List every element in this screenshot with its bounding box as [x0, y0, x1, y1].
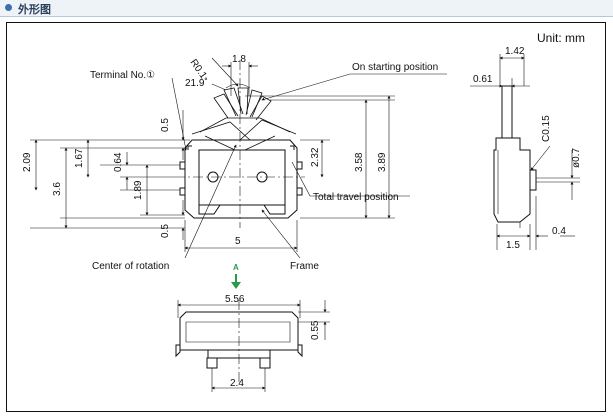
- frame-label: Frame: [290, 261, 319, 272]
- dim-0-5-bottom: 0.5: [160, 224, 171, 238]
- dim-3-89: 3.89: [377, 152, 388, 172]
- bottom-view: [175, 300, 330, 392]
- dim-3-58: 3.58: [354, 152, 365, 172]
- dim-0-64: 0.64: [113, 152, 124, 172]
- dim-c0-15: C0.15: [541, 115, 552, 142]
- lever-positions: [191, 87, 297, 151]
- front-view: [30, 57, 447, 259]
- dim-0-4: 0.4: [552, 226, 566, 237]
- side-view: [470, 54, 580, 250]
- dim-1-89: 1.89: [133, 180, 144, 200]
- dim-1-5: 1.5: [506, 240, 520, 251]
- bullet-icon: [5, 4, 12, 11]
- dim-0-55: 0.55: [310, 320, 321, 340]
- dim-phi-0-7: ø0.7: [571, 148, 582, 168]
- total-travel-position-label: Total travel position: [313, 192, 399, 203]
- dim-0-61: 0.61: [473, 74, 493, 85]
- center-of-rotation-label: Center of rotation: [92, 261, 169, 272]
- view-a-arrow-icon: [231, 274, 241, 289]
- dim-5-56: 5.56: [225, 294, 245, 305]
- dim-2-4: 2.4: [230, 378, 244, 389]
- dim-angle-21-9: 21.9˚: [185, 77, 208, 89]
- on-starting-position-label: On starting position: [352, 62, 438, 73]
- dim-5: 5: [235, 236, 241, 247]
- section-title: 外形图: [18, 4, 51, 16]
- dim-0-5-top: 0.5: [160, 118, 171, 132]
- dim-3-6: 3.6: [52, 182, 63, 196]
- dim-2-09: 2.09: [22, 152, 33, 172]
- dim-1-8: 1.8: [232, 54, 246, 65]
- section-header: 外形图: [0, 0, 613, 17]
- view-a-label: A: [233, 263, 239, 272]
- terminal-no-label: Terminal No.①: [90, 70, 155, 81]
- dim-2-32: 2.32: [310, 147, 321, 167]
- dim-1-67: 1.67: [74, 148, 85, 168]
- dim-1-42: 1.42: [505, 46, 525, 57]
- unit-label: Unit: mm: [537, 31, 585, 45]
